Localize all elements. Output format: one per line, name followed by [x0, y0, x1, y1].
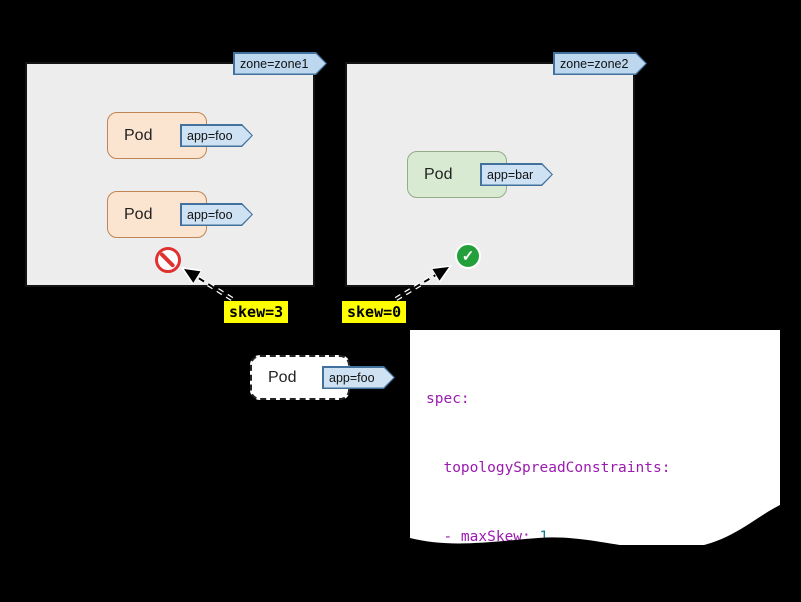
- zone1-label: zone=zone1: [240, 56, 309, 71]
- pod-label-flag: app=foo: [322, 366, 395, 389]
- flag-fill: [235, 54, 326, 74]
- yaml-key: topologySpreadConstraints:: [426, 460, 671, 476]
- pod-label-flag: app=bar: [480, 163, 553, 186]
- schedule-ok-icon: ✓: [455, 243, 481, 269]
- arrow-to-deny: [184, 269, 234, 301]
- yaml-snippet: spec: topologySpreadConstraints: - maxSk…: [410, 330, 780, 545]
- zone2-label-flag: zone=zone2: [553, 52, 647, 75]
- pod-app-label: app=bar: [487, 167, 534, 182]
- flag-fill: [482, 165, 552, 185]
- pod-title: Pod: [124, 126, 153, 144]
- zone2-label: zone=zone2: [560, 56, 629, 71]
- skew-badge-zone2: skew=0: [342, 301, 407, 323]
- no-schedule-icon: [155, 247, 181, 273]
- flag-fill: [182, 205, 252, 225]
- flag-fill: [555, 54, 646, 74]
- pod-app-label: app=foo: [187, 207, 233, 222]
- pod-label-flag: app=foo: [180, 124, 253, 147]
- flag-fill: [324, 368, 394, 388]
- code-line: topologySpreadConstraints:: [426, 457, 780, 480]
- pod-label-flag: app=foo: [180, 203, 253, 226]
- check-icon: ✓: [461, 248, 475, 265]
- pod-app-label: app=foo: [329, 370, 375, 385]
- pod-app-label: app=foo: [187, 128, 233, 143]
- pod-title: Pod: [268, 368, 297, 386]
- pod-title: Pod: [124, 205, 153, 223]
- code-line: spec:: [426, 388, 780, 411]
- yaml-value: 1: [530, 529, 549, 545]
- pod-title: Pod: [424, 165, 453, 183]
- yaml-key: spec:: [426, 391, 470, 407]
- flag-fill: [182, 126, 252, 146]
- skew-badge-zone1: skew=3: [224, 301, 289, 323]
- zone1-label-flag: zone=zone1: [233, 52, 327, 75]
- arrow-to-allow: [394, 267, 449, 301]
